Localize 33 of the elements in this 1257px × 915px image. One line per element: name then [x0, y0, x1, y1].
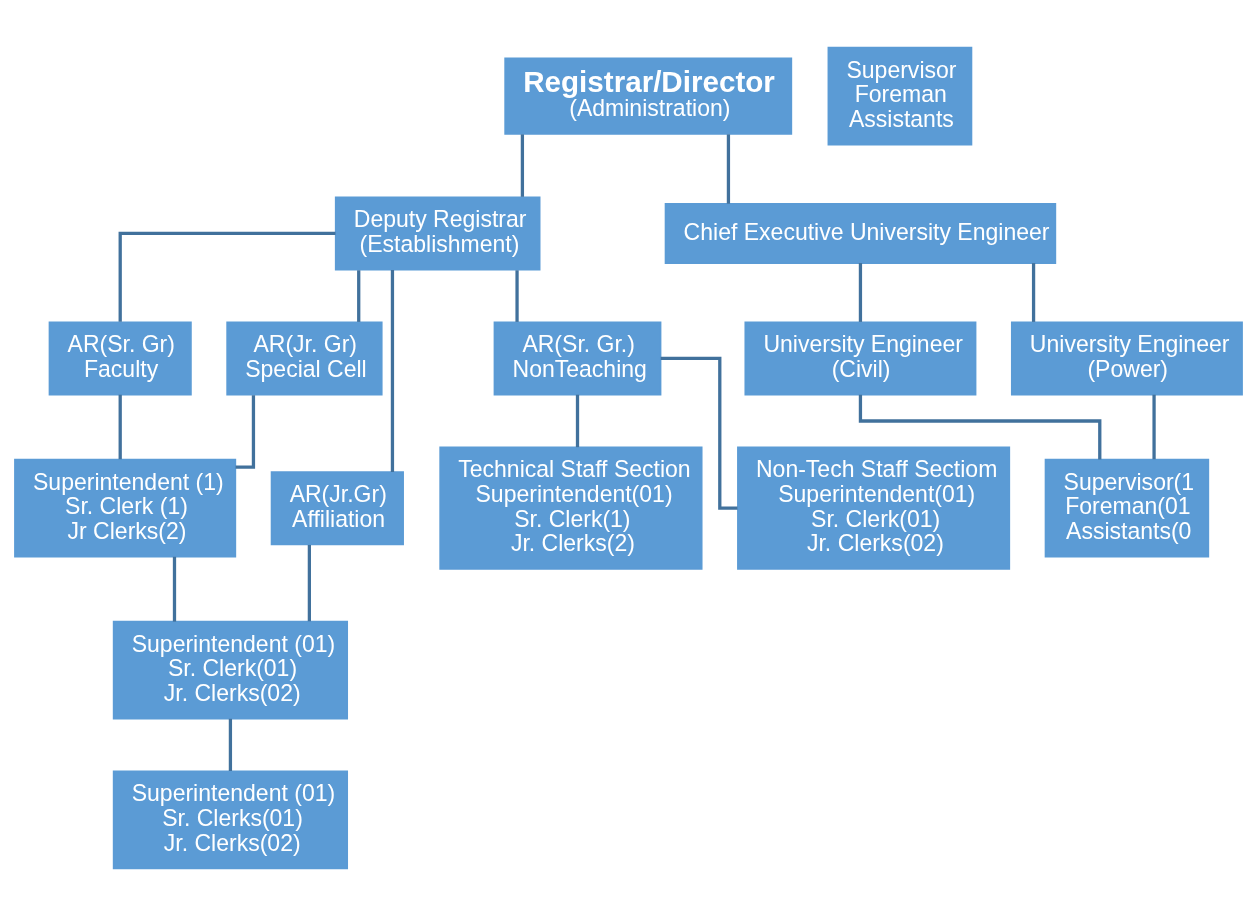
node-box: Supervisor Foreman Assistants — [827, 46, 973, 145]
connector — [726, 133, 731, 204]
connector — [520, 133, 525, 197]
connector — [390, 269, 395, 472]
connector — [1031, 262, 1036, 322]
node-box: Superintendent (01) Sr. Clerk(01) Jr. Clerks(02) — [112, 620, 349, 720]
connector — [172, 556, 177, 622]
node-box: AR(Sr. Gr.) NonTeaching — [493, 320, 662, 395]
connector — [118, 231, 336, 322]
connector — [357, 269, 361, 322]
connector — [660, 356, 738, 510]
node-box: AR(Jr. Gr) Special Cell — [226, 320, 383, 395]
node-box: Technical Staff Section Superintendent(01) Sr. Clerk(1) Jr. Clerks(2) — [439, 446, 703, 570]
node-box: Supervisor(1 Foreman(01 Assistants(0 — [1044, 458, 1210, 558]
connector — [515, 269, 519, 322]
connector — [575, 394, 580, 447]
connector — [307, 544, 312, 621]
node-box: Non-Tech Staff Sectiom Superintendent(01) Sr. Clerk(01) Jr. Clerks(02) — [737, 446, 1011, 570]
connector — [1152, 394, 1156, 459]
connector — [858, 394, 1102, 459]
node-box: Superintendent (01) Sr. Clerks(01) Jr. Clerks(02) — [112, 770, 349, 869]
node-box: University Engineer (Power) — [1010, 320, 1243, 395]
connector — [235, 394, 256, 469]
node-box: Deputy Registrar (Establishment) — [334, 195, 541, 270]
connector — [118, 394, 122, 459]
node-box: Chief Executive University Engineer — [664, 202, 1057, 264]
node-box: AR(Jr.Gr) Affiliation — [270, 470, 404, 545]
node-box: Superintendent (1) Sr. Clerk (1) Jr Clerks(2) — [14, 458, 237, 558]
node-box: Registrar/Director (Administration) — [504, 56, 793, 135]
connector — [228, 718, 233, 771]
node-box: AR(Sr. Gr) Faculty — [48, 320, 192, 395]
connector — [858, 262, 863, 322]
node-box: University Engineer (Civil) — [744, 320, 977, 395]
